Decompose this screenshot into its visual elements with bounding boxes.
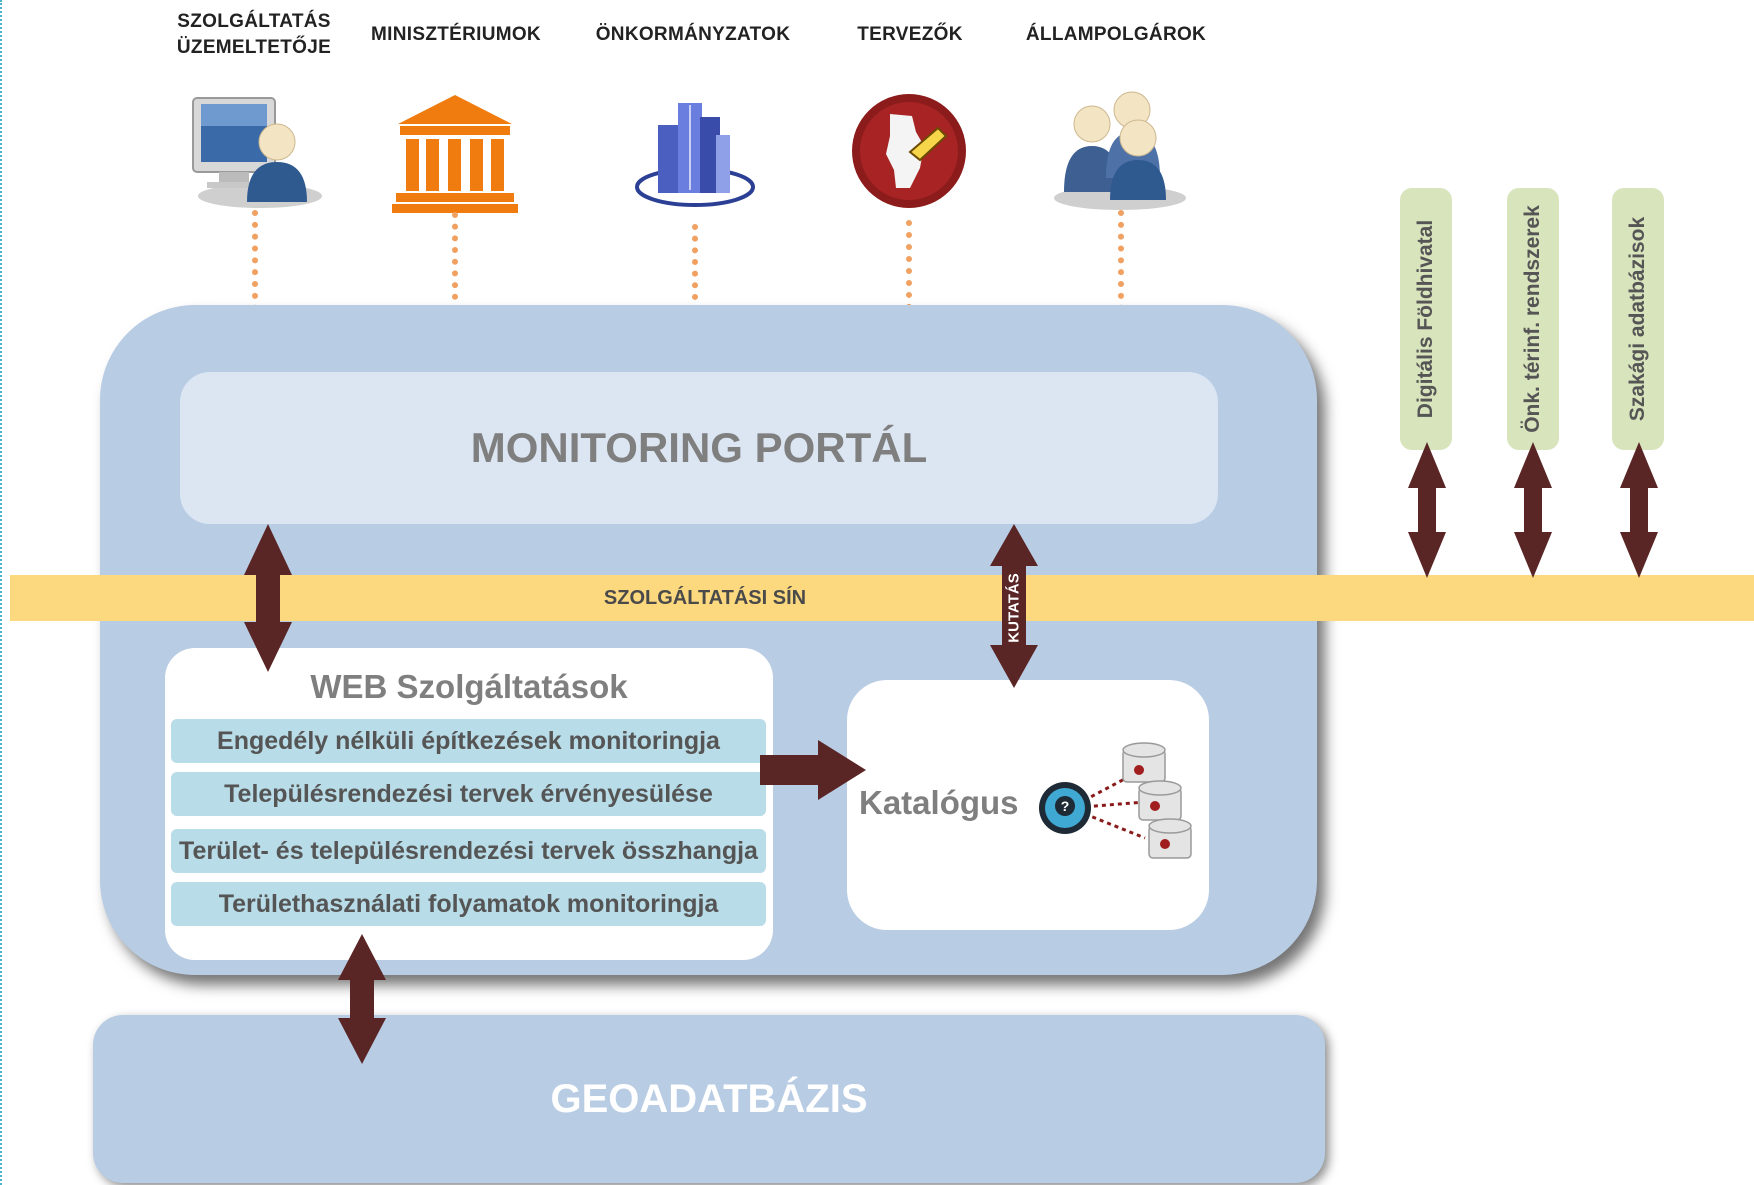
actor-label-municipalities: ÖNKORMÁNYZATOK bbox=[595, 24, 791, 45]
service-rail bbox=[10, 575, 1754, 621]
planner-map-icon bbox=[852, 94, 966, 208]
research-arrow bbox=[990, 524, 1038, 688]
catalog-label[interactable]: Katalógus bbox=[859, 784, 1019, 821]
research-label: KUTATÁS bbox=[1005, 573, 1023, 643]
connector-municipalities bbox=[692, 224, 698, 370]
connector-operator bbox=[252, 210, 258, 370]
operator-computer-icon bbox=[192, 97, 322, 208]
ministry-building-icon bbox=[392, 95, 518, 213]
service-item[interactable]: Településrendezési tervek érvényesülése bbox=[171, 772, 766, 816]
web-geodatabase-arrow bbox=[338, 934, 386, 1064]
external-arrow bbox=[1514, 442, 1552, 578]
service-item[interactable]: Engedély nélküli építkezések monitoringj… bbox=[171, 719, 766, 763]
actor-label-ministries: MINISZTÉRIUMOK bbox=[371, 24, 541, 45]
city-skyscraper-icon bbox=[635, 103, 755, 207]
portal-web-arrow bbox=[244, 524, 292, 672]
external-system-land-office[interactable]: Digitális Földhivatal bbox=[1400, 188, 1452, 450]
external-system-sector-databases[interactable]: Szakági adatbázisok bbox=[1612, 188, 1664, 450]
citizens-group-icon bbox=[1054, 91, 1186, 210]
actor-label-planners: TERVEZŐK bbox=[857, 24, 963, 45]
catalog-database-icon: ? bbox=[1039, 742, 1192, 859]
service-rail-label: SZOLGÁLTATÁSI SÍN bbox=[603, 587, 807, 609]
connector-ministries bbox=[452, 212, 458, 370]
edge-marker bbox=[0, 0, 5, 1185]
web-services-title: WEB Szolgáltatások bbox=[310, 668, 628, 705]
monitoring-portal[interactable]: MONITORING PORTÁL bbox=[180, 372, 1218, 524]
external-system-municipal-gis[interactable]: Önk. térinf. rendszerek bbox=[1507, 188, 1559, 450]
service-item[interactable]: Terület- és településrendezési tervek ös… bbox=[171, 829, 766, 873]
geodatabase[interactable]: GEOADATBÁZIS bbox=[93, 1015, 1325, 1183]
svg-text:?: ? bbox=[1061, 798, 1070, 814]
web-to-catalog-arrow bbox=[760, 740, 866, 800]
external-arrow bbox=[1408, 442, 1446, 578]
connector-planners bbox=[906, 220, 912, 370]
service-item[interactable]: Területhasználati folyamatok monitoringj… bbox=[171, 882, 766, 926]
actor-label-operator: SZOLGÁLTATÁS ÜZEMELTETŐJE bbox=[176, 11, 332, 58]
connector-citizens bbox=[1118, 210, 1124, 370]
external-arrow bbox=[1620, 442, 1658, 578]
actor-label-citizens: ÁLLAMPOLGÁROK bbox=[1025, 24, 1207, 45]
